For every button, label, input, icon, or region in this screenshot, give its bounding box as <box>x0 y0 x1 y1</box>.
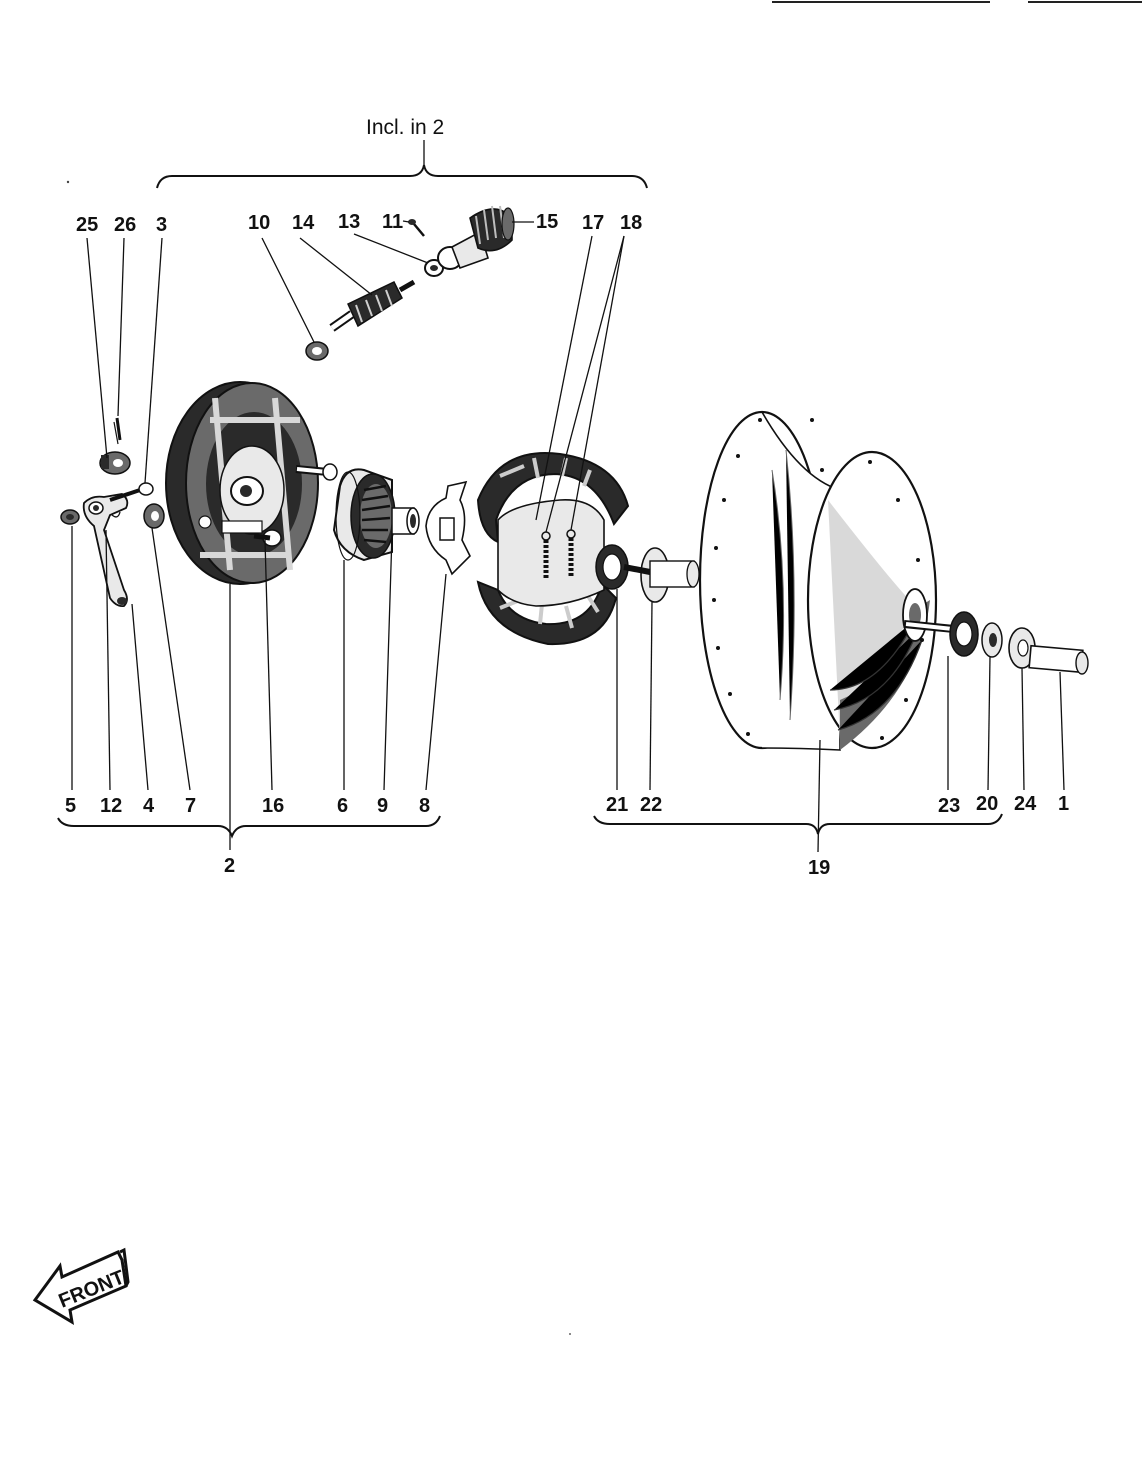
callout-26: 26 <box>114 214 136 236</box>
callout-2: 2 <box>224 855 235 877</box>
callout-3: 3 <box>156 214 167 236</box>
part-bolt-4 <box>109 482 154 502</box>
part-cam-nut-25 <box>99 451 131 475</box>
group-top-label: Incl. in 2 <box>366 116 444 139</box>
part-washer-10 <box>305 341 329 361</box>
part-drive-pinion-14 <box>329 279 416 332</box>
part-seal-20 <box>981 622 1003 658</box>
part-brake-lever-12 <box>82 493 129 607</box>
part-spacer-22 <box>623 547 700 603</box>
part-bearing-23 <box>949 611 979 657</box>
callout-13: 13 <box>338 211 360 233</box>
callout-19: 19 <box>808 857 830 879</box>
callout-8: 8 <box>419 795 430 817</box>
group-bracket-left <box>57 815 441 839</box>
part-gear-9 <box>391 507 420 535</box>
scan-speck <box>569 1333 571 1335</box>
part-nut-5 <box>60 509 80 525</box>
callout-16: 16 <box>262 795 284 817</box>
part-axle-1 <box>1028 644 1089 675</box>
part-washer-13 <box>424 259 444 277</box>
callout-10: 10 <box>248 212 270 234</box>
callout-1: 1 <box>1058 793 1069 815</box>
callout-15: 15 <box>536 211 558 233</box>
callout-9: 9 <box>377 795 388 817</box>
callout-5: 5 <box>65 795 76 817</box>
callout-6: 6 <box>337 795 348 817</box>
part-bearing-21 <box>595 544 629 590</box>
front-arrow-icon <box>32 1247 130 1325</box>
part-lock-washer-8 <box>425 480 471 576</box>
leader-lines <box>71 221 1065 853</box>
part-gear-housing-6 <box>332 468 396 562</box>
callout-12: 12 <box>100 795 122 817</box>
group-bracket-top <box>156 140 648 189</box>
part-gear-bushing-15 <box>437 205 515 270</box>
part-hub-19 <box>698 410 938 751</box>
callout-20: 20 <box>976 793 998 815</box>
callout-22: 22 <box>640 794 662 816</box>
part-collar-24 <box>1008 627 1036 669</box>
group-bracket-right <box>593 813 1003 835</box>
callout-24: 24 <box>1014 793 1037 815</box>
scan-speck <box>66 180 70 184</box>
part-brake-panel-2 <box>165 381 338 585</box>
callout-7: 7 <box>185 795 196 817</box>
part-brake-shoes-17-18 <box>476 452 630 646</box>
callout-25: 25 <box>76 214 98 236</box>
callout-14: 14 <box>292 212 315 234</box>
callout-18: 18 <box>620 212 642 234</box>
callout-23: 23 <box>938 795 960 817</box>
part-screw-11 <box>402 219 425 237</box>
callout-4: 4 <box>143 795 155 817</box>
part-seal-7 <box>143 503 165 529</box>
callout-17: 17 <box>582 212 604 234</box>
part-cotter-pin-26 <box>113 417 122 445</box>
callout-21: 21 <box>606 794 628 816</box>
callout-11: 11 <box>382 211 403 233</box>
